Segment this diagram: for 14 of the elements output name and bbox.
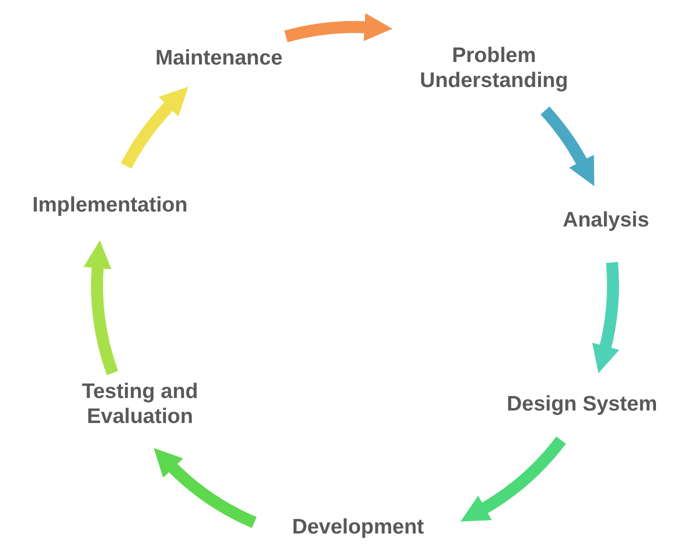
stage-label: Maintenance <box>155 45 283 71</box>
arrow <box>461 436 566 522</box>
arrow <box>592 262 620 374</box>
stage-label: Design System <box>506 391 658 417</box>
stage-label: Analysis <box>562 207 650 233</box>
arrow <box>152 448 257 528</box>
stage-label: Problem Understanding <box>419 42 569 94</box>
arrow <box>84 240 118 375</box>
stage-label: Testing and Evaluation <box>80 378 200 430</box>
stage-label: Development <box>292 514 424 540</box>
stage-label: Implementation <box>32 192 188 218</box>
arrow <box>540 106 595 186</box>
arrow <box>120 86 188 169</box>
arrow <box>284 13 392 42</box>
